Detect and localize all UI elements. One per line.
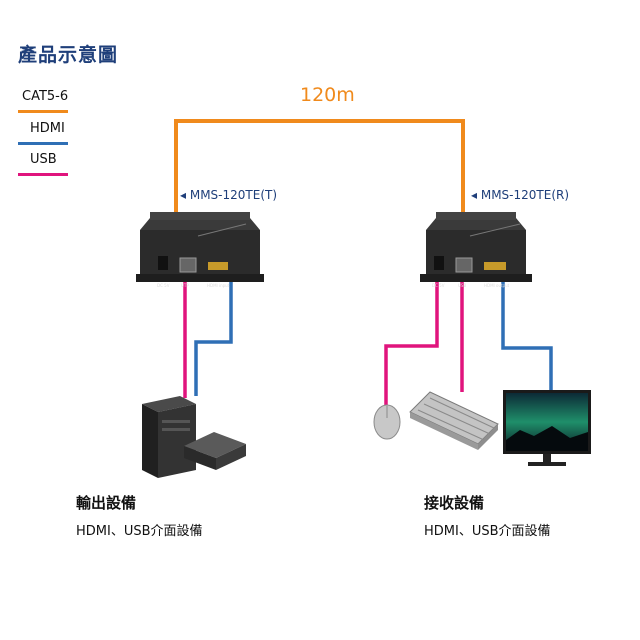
tx-hdmi-cable (194, 282, 233, 396)
sink-group-subtitle: HDMI、USB介面設備 (424, 524, 551, 539)
mouse-icon (373, 404, 401, 440)
keyboard-icon (409, 391, 499, 450)
tx-port-hdmi: HDMI input (207, 283, 230, 288)
receiver-model-label: ◂ MMS-120TE(R) (471, 188, 570, 202)
rx-port-hdmi: HDMI output (484, 283, 510, 288)
media-box-icon (184, 432, 246, 470)
legend-label-usb: USB (30, 152, 57, 167)
sink-group-title: 接收設備 (424, 494, 485, 512)
rx-hdmi-cable (501, 282, 553, 392)
tx-port-dc: DC 5V (157, 283, 170, 288)
source-group-subtitle: HDMI、USB介面設備 (76, 524, 203, 539)
legend-swatch-usb (18, 173, 68, 176)
legend-swatch-cat (18, 110, 68, 113)
transmitter-unit (136, 212, 264, 282)
rx-usb-mouse-cable (384, 282, 439, 408)
legend-label-hdmi: HDMI (30, 121, 65, 136)
legend-swatch-hdmi (18, 142, 68, 145)
pc-tower-icon (142, 396, 196, 478)
transmitter-model-label: ◂ MMS-120TE(T) (180, 188, 278, 202)
rx-port-usb: USB (458, 283, 467, 288)
distance-label: 120m (300, 84, 355, 106)
rx-port-dc: DC 5V (432, 283, 445, 288)
monitor-icon (503, 390, 591, 466)
source-group-title: 輸出設備 (76, 494, 137, 512)
receiver-unit (420, 212, 532, 282)
receiver-model: MMS-120TE(R) (480, 188, 570, 202)
cat-cable (174, 119, 465, 212)
legend-label-cat: CAT5-6 (22, 89, 69, 104)
transmitter-model: MMS-120TE(T) (189, 188, 278, 202)
tx-port-utp: UTP (181, 283, 189, 288)
page-title: 產品示意圖 (18, 44, 119, 66)
